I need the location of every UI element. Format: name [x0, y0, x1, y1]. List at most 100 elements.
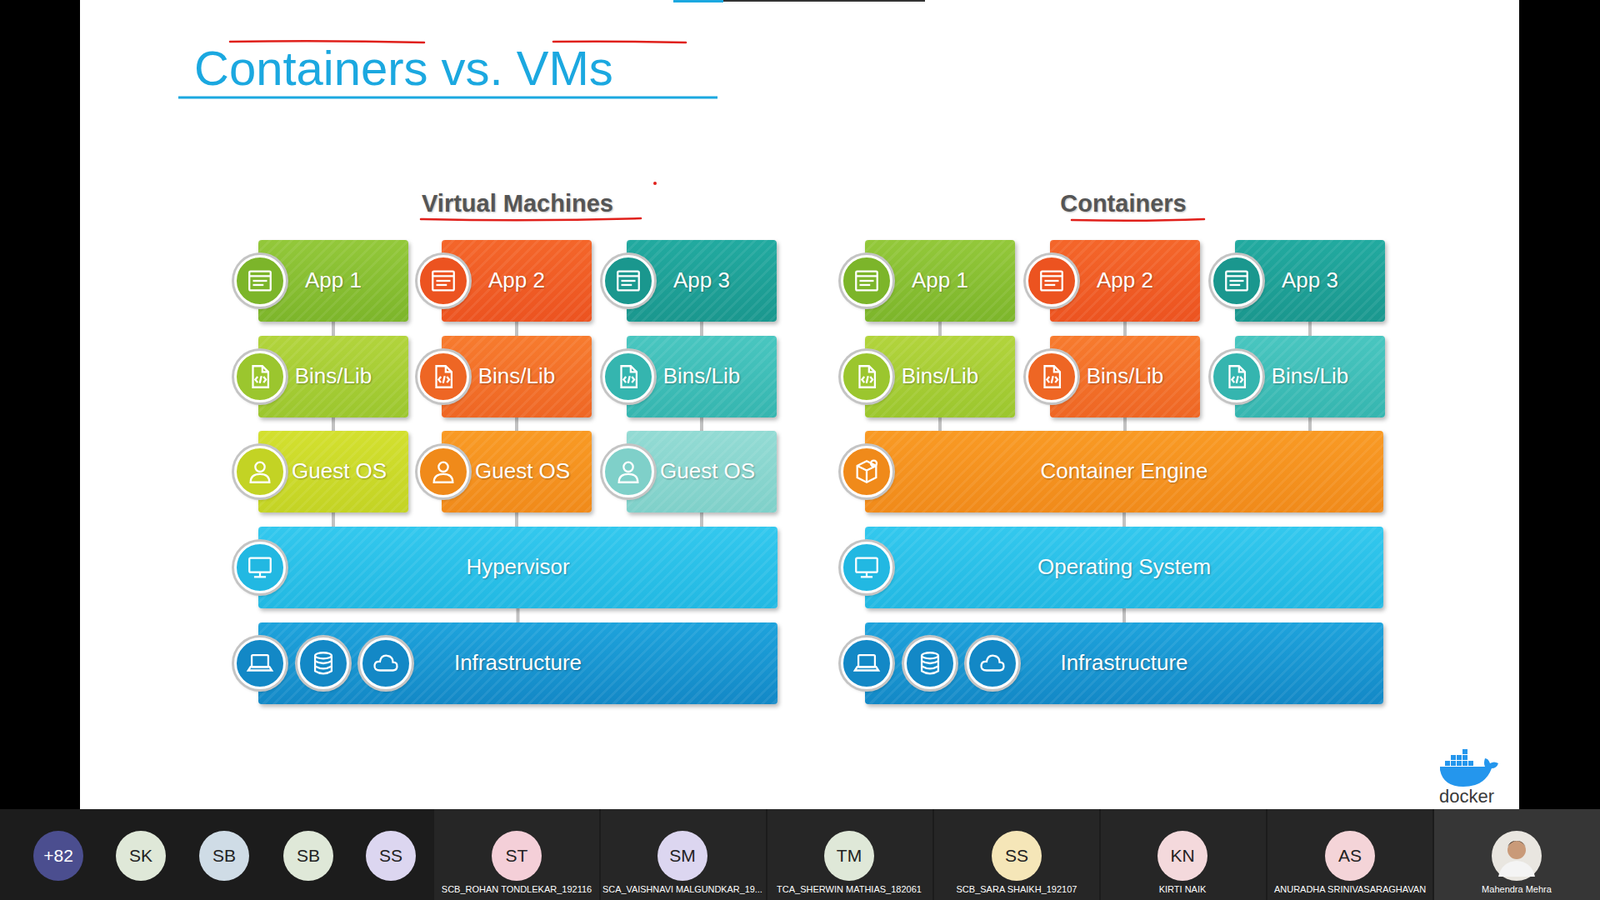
laptop-icon	[234, 637, 286, 690]
layer-connector	[1122, 608, 1126, 623]
slide-title: Containers vs. VMs	[194, 39, 614, 98]
participant-name: ANURADHA SRINIVASARAGHAVAN	[1274, 884, 1426, 895]
layer-box: Bins/Lib	[626, 335, 777, 418]
layer-label: Bins/Lib	[901, 363, 980, 390]
layer-connector	[1122, 512, 1126, 527]
guest-glyph	[245, 457, 275, 486]
bins-glyph	[852, 362, 881, 391]
participant-avatar: SS	[991, 830, 1042, 881]
participant-initials: SK	[129, 845, 153, 866]
app-icon	[234, 255, 286, 307]
bins-icon	[840, 350, 893, 403]
laptop-icon	[840, 637, 893, 690]
participant-initials: ST	[505, 845, 529, 866]
participant-avatar: SB	[283, 830, 334, 881]
layer-label: App 2	[488, 267, 545, 294]
participant-bar	[0, 809, 1600, 900]
app-icon	[840, 255, 893, 307]
cloud-glyph	[371, 649, 400, 678]
section-heading: Virtual Machines	[421, 189, 614, 219]
layer-box: App 1	[865, 240, 1015, 322]
bins-icon	[417, 350, 470, 403]
layer-box: App 3	[1235, 240, 1385, 322]
participant-initials: SM	[669, 845, 696, 866]
section-heading: Containers	[1060, 189, 1186, 219]
layer-box: Bins/Lib	[441, 335, 592, 418]
app-icon	[1025, 255, 1078, 307]
layer-label: Guest OS	[291, 458, 387, 485]
logo-text: docker	[1439, 785, 1495, 808]
participant-avatar: TM	[824, 830, 875, 881]
title-underline	[178, 96, 718, 100]
participant-name: SCB_SARA SHAIKH_192107	[956, 884, 1078, 895]
layer-connector	[1308, 417, 1312, 431]
layer-box: Guest OS	[626, 430, 777, 513]
bins-glyph	[1037, 362, 1066, 391]
participant-initials: SS	[1005, 845, 1029, 866]
app-glyph	[1037, 266, 1066, 295]
layer-box: Operating System	[865, 526, 1384, 609]
guest-glyph	[614, 457, 643, 486]
presenter-photo	[1491, 830, 1542, 881]
cloud-icon	[360, 637, 412, 690]
layer-box: Bins/Lib	[1050, 335, 1200, 418]
layer-connector	[1123, 321, 1127, 336]
participant-initials: +82	[43, 845, 74, 866]
layer-box: App 3	[626, 240, 777, 322]
layer-label: Bins/Lib	[478, 363, 556, 390]
participant-initials: AS	[1338, 845, 1362, 866]
top-bar	[723, 0, 925, 2]
layer-connector	[516, 608, 520, 623]
layer-label: App 2	[1096, 267, 1154, 294]
participant-initials: KN	[1170, 845, 1195, 866]
layer-label: App 3	[673, 267, 730, 294]
layer-connector	[331, 321, 335, 336]
docker-logo	[1440, 749, 1499, 787]
bins-icon	[234, 350, 286, 403]
participant-name: SCA_VAISHNAVI MALGUNDKAR_19...	[602, 884, 763, 895]
cube-glyph	[852, 457, 881, 486]
db-icon	[297, 637, 350, 690]
db-glyph	[915, 649, 945, 678]
app-icon	[417, 255, 470, 307]
layer-box: Guest OS	[258, 430, 409, 513]
layer-box: Bins/Lib	[865, 335, 1015, 418]
monitor-icon	[840, 541, 893, 594]
participant-name: KIRTI NAIK	[1159, 884, 1207, 895]
layer-connector	[700, 417, 704, 431]
bins-glyph	[614, 362, 643, 391]
app-glyph	[852, 266, 881, 295]
participant-avatar: SB	[199, 830, 250, 881]
layer-box: Hypervisor	[258, 526, 778, 609]
db-glyph	[309, 649, 338, 678]
layer-box: App 2	[1050, 240, 1200, 322]
layer-connector	[700, 321, 704, 336]
layer-label: Bins/Lib	[663, 363, 741, 390]
laptop-glyph	[852, 649, 881, 678]
layer-connector	[515, 321, 519, 336]
annotation-dot	[653, 181, 657, 185]
layer-connector	[938, 417, 942, 431]
layer-label: Infrastructure	[1060, 650, 1188, 676]
bins-icon	[1025, 350, 1078, 403]
guest-icon	[234, 445, 286, 498]
participant-name: Mahendra Mehra	[1481, 884, 1552, 895]
layer-connector	[331, 417, 335, 431]
layer-label: Bins/Lib	[295, 363, 373, 390]
participant-avatar: +82	[33, 830, 84, 881]
layer-box: Container Engine	[865, 430, 1384, 513]
participant-avatar: SS	[365, 830, 416, 881]
layer-box: Infrastructure	[258, 622, 778, 705]
participant-initials: SB	[212, 845, 236, 866]
slide	[80, 0, 1520, 810]
laptop-glyph	[245, 649, 275, 678]
layer-label: Guest OS	[475, 458, 570, 485]
layer-connector	[515, 512, 519, 527]
layer-connector	[700, 512, 704, 527]
layer-connector	[1308, 321, 1312, 336]
cloud-icon	[966, 637, 1019, 690]
layer-label: Guest OS	[660, 458, 755, 485]
app-icon	[602, 255, 655, 307]
participant-avatar: KN	[1157, 830, 1208, 881]
